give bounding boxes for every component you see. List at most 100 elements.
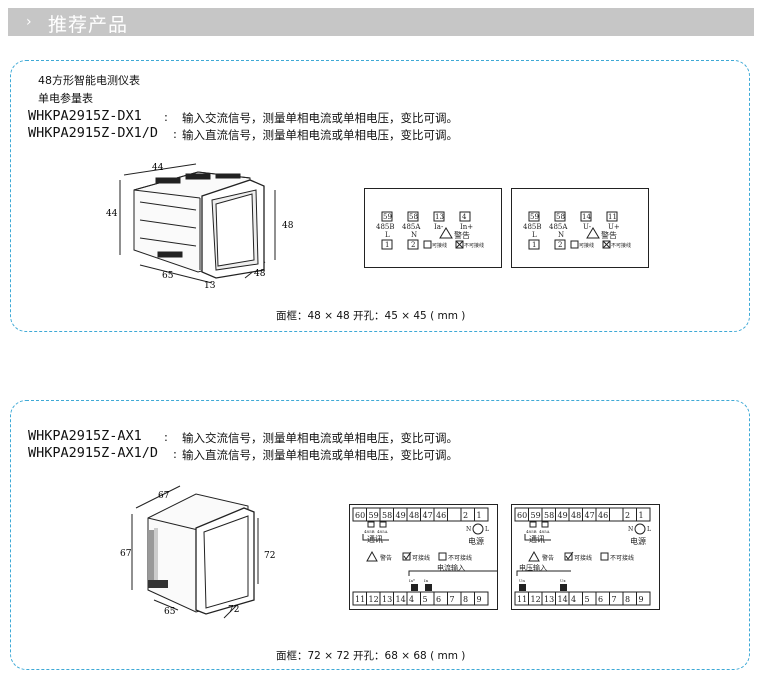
legend-no: 不可接线 (448, 554, 472, 562)
checkbox-icon (570, 240, 579, 249)
terminal-cell (474, 507, 489, 522)
terminal-label: 46 (436, 511, 446, 520)
model-desc: 输入直流信号，测量单相电流或单相电压，变比可调。 (182, 128, 458, 142)
warning-label: 警告 (454, 230, 470, 240)
product-subtitle: 单电参量表 (38, 92, 93, 105)
terminal-label: 1 (385, 241, 389, 249)
panel-cutout-spec: 面框：48 × 48 开孔：45 × 45 ( mm ) (276, 310, 466, 322)
wiring-diagram: 59 58 13 4 485B 485A Ia- In+ L N 1 2 警告 … (364, 188, 502, 268)
terminal-signal: Ia- (434, 223, 444, 231)
cross-box-icon (455, 240, 464, 249)
power-l: L (485, 526, 489, 533)
product-card-48 (10, 60, 750, 332)
checkbox-icon (423, 240, 432, 249)
terminal-label: 2 (411, 241, 415, 249)
comm-label: 通讯 (367, 534, 383, 544)
meter-72-drawing: 67 67 72 65 72 (120, 485, 275, 619)
terminal-label: 4 (571, 595, 576, 604)
terminal-label: 8 (463, 595, 468, 604)
model-desc: 输入交流信号，测量单相电流或单相电压，变比可调。 (182, 431, 458, 445)
terminal-label: 12 (369, 595, 379, 604)
terminal-label: 58 (409, 213, 418, 221)
input-pin: Ux (560, 578, 566, 583)
model-sep: : (173, 127, 177, 141)
terminal-label: 14 (558, 595, 568, 604)
model-code: WHKPA2915Z-AX1 (28, 428, 142, 444)
terminal-signal: 485A (402, 223, 421, 231)
warning-label: 警告 (601, 230, 617, 240)
comm-pin: 485A (377, 529, 388, 534)
terminal-label: 46 (598, 511, 608, 520)
terminal-label: 5 (423, 595, 428, 604)
legend-no: 不可接线 (611, 242, 631, 249)
legend-no: 不可接线 (464, 242, 484, 249)
input-label: 电流输入 (437, 563, 465, 572)
terminal-signal: L (385, 231, 390, 239)
terminal-label: 58 (382, 511, 392, 520)
terminal-label: 11 (608, 213, 617, 221)
product-title: 48方形智能电测仪表 (38, 74, 140, 87)
terminal-signal: U- (583, 223, 592, 231)
terminal-signal: 485B (523, 223, 542, 231)
terminal-label: 47 (423, 511, 433, 520)
dim-width: 67 (158, 491, 170, 501)
terminal-signal: 485A (549, 223, 568, 231)
terminal-label: 7 (612, 595, 617, 604)
input-pin: Ia* (409, 578, 415, 583)
legend-ok: 可接线 (432, 242, 447, 249)
terminal-label: 4 (409, 595, 414, 604)
checkbox-icon (564, 552, 573, 561)
dim-width: 44 (152, 163, 164, 173)
terminal-label: 2 (625, 511, 630, 520)
dim-bezel: 13 (204, 281, 216, 291)
legend-no: 不可接线 (610, 554, 634, 562)
power-l: L (647, 526, 651, 533)
dim-front: 48 (282, 221, 294, 231)
warning-icon (528, 550, 540, 562)
terminal-label: 6 (436, 595, 441, 604)
terminal-signal: U+ (608, 223, 620, 231)
dim-height: 67 (120, 549, 132, 559)
input-pin: Un (519, 578, 525, 583)
terminal-label: 48 (409, 511, 419, 520)
terminal-label: 2 (558, 241, 562, 249)
dim-front: 72 (264, 551, 275, 561)
terminal-label: 60 (355, 511, 365, 520)
warning-icon (586, 227, 600, 239)
terminal-label: 13 (544, 595, 554, 604)
terminal-label: 59 (369, 511, 379, 520)
power-label: 电源 (630, 536, 646, 546)
chevron-right-icon: › (26, 14, 32, 30)
model-sep: : (173, 447, 177, 461)
model-code: WHKPA2915Z-AX1/D (28, 445, 159, 461)
terminal-signal: 485B (376, 223, 395, 231)
terminal-label: 48 (571, 511, 581, 520)
terminal-label: 7 (450, 595, 455, 604)
comm-label: 通讯 (529, 534, 545, 544)
power-label: 电源 (468, 536, 484, 546)
power-n: N (628, 526, 633, 533)
dim-depth: 65 (162, 271, 174, 281)
terminal-label: 8 (625, 595, 630, 604)
terminal-label: 47 (585, 511, 595, 520)
terminal-label: 13 (382, 595, 392, 604)
power-symbol-icon (634, 523, 646, 535)
warning-label: 警告 (380, 554, 392, 562)
warning-label: 警告 (542, 554, 554, 562)
terminal-label: 1 (532, 241, 536, 249)
model-sep: : (164, 110, 168, 124)
terminal-label: 12 (531, 595, 541, 604)
terminal-label: 60 (517, 511, 527, 520)
legend-ok: 可接线 (574, 554, 592, 562)
comm-pin: 485A (539, 529, 550, 534)
terminal-signal: In+ (460, 223, 473, 231)
cross-box-icon (602, 240, 611, 249)
terminal-label: 9 (639, 595, 644, 604)
model-code: WHKPA2915Z-DX1 (28, 108, 142, 124)
terminal-label: 49 (396, 511, 406, 520)
terminal-cell (636, 591, 651, 606)
terminal-label: 49 (558, 511, 568, 520)
power-symbol-icon (472, 523, 484, 535)
